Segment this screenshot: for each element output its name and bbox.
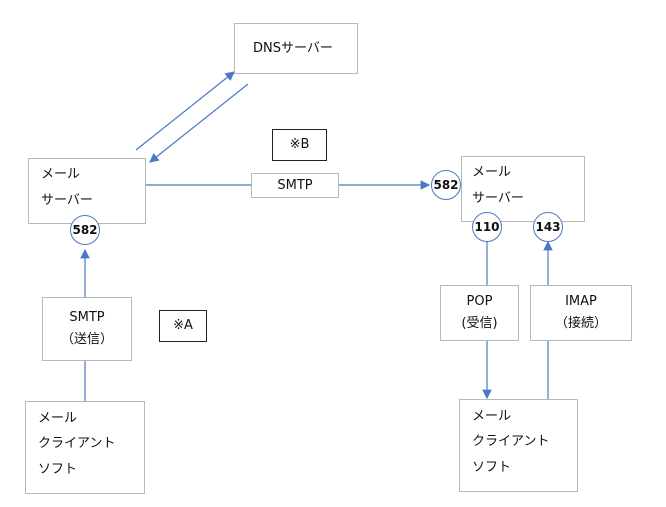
smtp-link-label: SMTP bbox=[277, 178, 313, 193]
marker-b-box: ※B bbox=[272, 129, 327, 161]
imap-line1: IMAP bbox=[565, 294, 597, 309]
marker-b-label: ※B bbox=[289, 137, 310, 152]
pop-line2: (受信) bbox=[461, 316, 498, 331]
receiver-port-110: 110 bbox=[472, 212, 502, 242]
smtp-send-line2: （送信） bbox=[60, 332, 113, 347]
sender-client-line1: メール bbox=[38, 411, 78, 426]
receiver-mail-server-box: メール サーバー bbox=[461, 156, 585, 222]
pop-line1: POP bbox=[466, 294, 493, 309]
sender-port-582: 582 bbox=[70, 215, 100, 245]
sender-client-line3: ソフト bbox=[38, 462, 78, 477]
receiver-mail-server-line2: サーバー bbox=[472, 191, 524, 206]
receiver-client-box: メール クライアント ソフト bbox=[459, 399, 578, 492]
dns-server-box: DNSサーバー bbox=[234, 23, 358, 74]
receiver-port-143: 143 bbox=[533, 212, 563, 242]
sender-mail-server-box: メール サーバー bbox=[28, 158, 146, 224]
arrow-to-dns bbox=[135, 71, 235, 151]
receiver-mail-server-line1: メール bbox=[472, 165, 512, 180]
receiver-client-line1: メール bbox=[472, 409, 512, 424]
smtp-send-line1: SMTP bbox=[69, 310, 105, 325]
marker-a-box: ※A bbox=[159, 310, 207, 342]
sender-client-line2: クライアント bbox=[38, 436, 116, 451]
sender-client-box: メール クライアント ソフト bbox=[25, 401, 145, 494]
marker-a-label: ※A bbox=[173, 318, 193, 333]
receiver-client-line2: クライアント bbox=[472, 434, 550, 449]
receiver-client-line3: ソフト bbox=[472, 460, 512, 475]
sender-mail-server-line1: メール bbox=[41, 167, 81, 182]
sender-mail-server-line2: サーバー bbox=[41, 193, 93, 208]
pop-box: POP (受信) bbox=[440, 285, 519, 341]
receiver-port-582: 582 bbox=[431, 170, 461, 200]
arrow-from-dns bbox=[149, 83, 249, 163]
smtp-send-box: SMTP （送信） bbox=[42, 297, 132, 361]
imap-line2: （接続） bbox=[554, 316, 607, 331]
imap-box: IMAP （接続） bbox=[530, 285, 632, 341]
dns-server-label: DNSサーバー bbox=[253, 41, 333, 56]
smtp-link-box: SMTP bbox=[251, 173, 339, 198]
